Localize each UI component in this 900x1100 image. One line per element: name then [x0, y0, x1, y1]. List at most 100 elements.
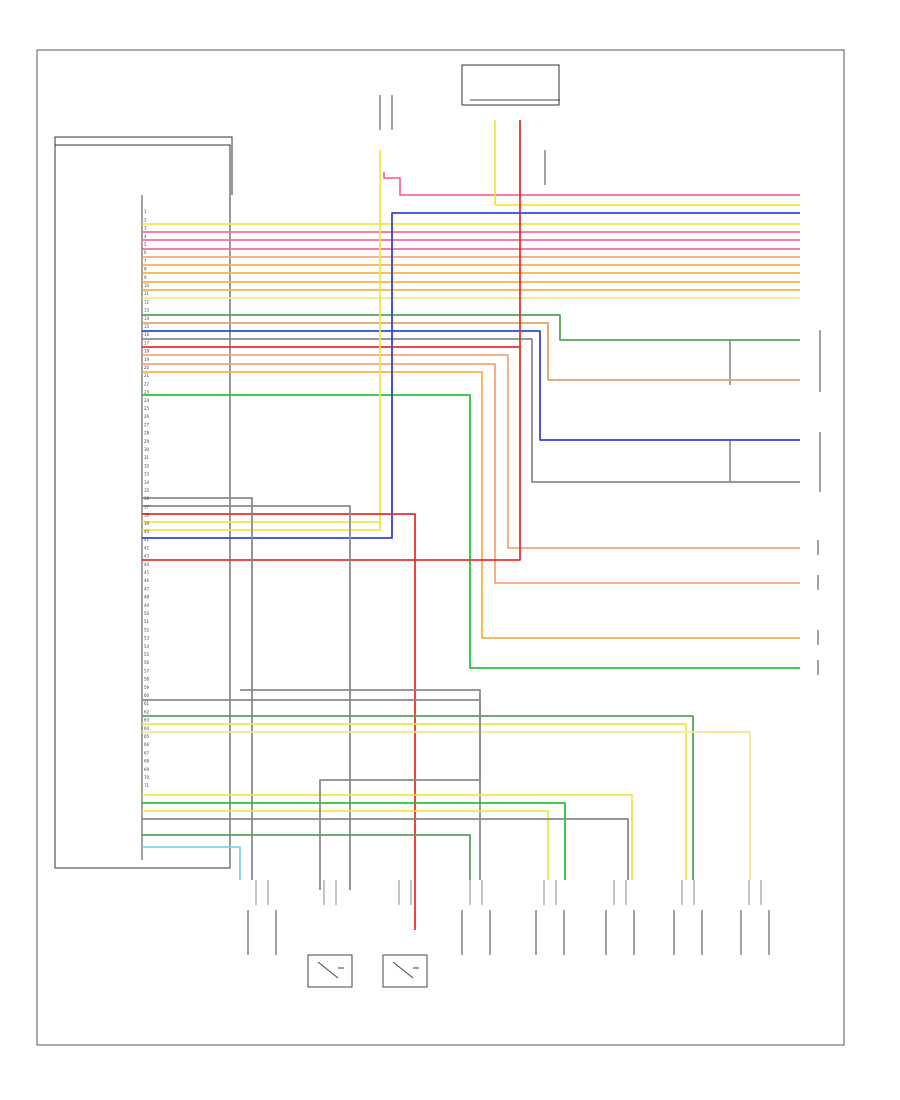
pin-number: 4	[144, 234, 147, 239]
pin-number: 50	[144, 611, 150, 616]
pin-number: 19	[144, 357, 150, 362]
pin-number: 17	[144, 340, 150, 345]
pin-number: 6	[144, 250, 147, 255]
wire-yellow-top	[494, 120, 800, 206]
pin-number: 29	[144, 439, 150, 444]
pin-number: 40	[144, 529, 150, 534]
wire-blue-pin-32	[142, 212, 800, 539]
pin-number: 44	[144, 562, 150, 567]
pin-number: 37	[144, 504, 150, 509]
wire-gray-pin-27	[142, 497, 253, 880]
wire-pink-top	[383, 172, 800, 196]
wire-peach-pin-17	[142, 363, 800, 584]
pin-number: 13	[144, 308, 150, 313]
wire-gray-pin-28	[142, 505, 351, 890]
component-5	[535, 880, 565, 955]
pin-number: 60	[144, 693, 150, 698]
pin-number: 54	[144, 644, 150, 649]
pin-number: 24	[144, 398, 150, 403]
pin-number: 12	[144, 299, 150, 304]
pin-number: 14	[144, 316, 150, 321]
pin-number: 51	[144, 619, 150, 624]
pin-number: 53	[144, 636, 150, 641]
pin-number: 36	[144, 496, 150, 501]
component-4	[461, 880, 491, 955]
pin-number: 34	[144, 480, 150, 485]
pin-number: 33	[144, 472, 150, 477]
wire-tan-pin-12	[142, 322, 800, 381]
pin-number: 57	[144, 668, 150, 673]
pin-number: 52	[144, 627, 150, 632]
pin-number: 31	[144, 455, 150, 460]
pin-number: 26	[144, 414, 150, 419]
wire-yellow-pin-59	[142, 723, 687, 880]
pin-number: 25	[144, 406, 150, 411]
pin-number: 56	[144, 660, 150, 665]
pin-number: 18	[144, 349, 150, 354]
pin-number: 27	[144, 422, 150, 427]
pin-number: 39	[144, 521, 150, 526]
wire-green-pin-66	[142, 802, 566, 880]
pin-number: 42	[144, 545, 150, 550]
right-bracket-1	[729, 330, 821, 392]
pin-number: 67	[144, 750, 150, 755]
top-connector-box	[461, 64, 560, 106]
pin-number: 16	[144, 332, 150, 337]
wire-gray-pin-68	[142, 818, 629, 880]
pin-number: 28	[144, 431, 150, 436]
wire-blue-pin-13	[142, 330, 800, 441]
pin-number: 62	[144, 709, 150, 714]
pin-number: 11	[144, 291, 150, 296]
pin-number: 38	[144, 513, 150, 518]
pin-number: 21	[144, 373, 150, 378]
pin-number: 65	[144, 734, 150, 739]
pin-number: 23	[144, 390, 150, 395]
component-3	[382, 880, 428, 988]
pin-number: 66	[144, 742, 150, 747]
wire-green-pin-19	[142, 394, 800, 669]
wire-darkgreen-pin-11	[142, 314, 800, 341]
diagram-frame	[36, 49, 845, 1046]
pin-number: 71	[144, 783, 150, 788]
wire-yellow-pin-60	[142, 731, 751, 880]
pin-number: 48	[144, 595, 150, 600]
wire-darkgreen-pin-69	[142, 834, 471, 880]
pin-number: 32	[144, 463, 150, 468]
pin-number: 63	[144, 718, 150, 723]
component-6	[605, 880, 635, 955]
pin-number: 15	[144, 324, 150, 329]
wire-gray-common	[240, 689, 481, 890]
pin-number: 7	[144, 258, 147, 263]
pin-number: 30	[144, 447, 150, 452]
pin-number: 69	[144, 767, 150, 772]
wire-red-pin-34	[142, 347, 521, 561]
pin-number: 43	[144, 554, 150, 559]
pin-number: 49	[144, 603, 150, 608]
pin-number: 68	[144, 759, 150, 764]
wire-darkgreen-pin-58	[142, 715, 694, 880]
wire-gray-pin-14	[142, 338, 800, 483]
wire-peach-pin-16	[142, 354, 800, 549]
right-bracket-2	[729, 432, 821, 492]
module-top-notch	[54, 136, 233, 195]
pin-number: 41	[144, 537, 150, 542]
pin-numbers: 1234567891011121314151617181920212223242…	[144, 209, 150, 788]
wire-orange-pin-18	[142, 371, 800, 639]
pin-number: 5	[144, 242, 147, 247]
pin-number: 46	[144, 578, 150, 583]
wire-lightblue-pin-70	[142, 846, 241, 880]
pin-number: 70	[144, 775, 150, 780]
pin-number: 59	[144, 685, 150, 690]
component-1	[247, 880, 277, 955]
wire-yellow-pin-31	[142, 150, 381, 531]
top-connector-stub	[379, 95, 560, 130]
pin-number: 1	[144, 209, 147, 214]
pin-number: 45	[144, 570, 150, 575]
pin-number: 64	[144, 726, 150, 731]
component-8	[740, 880, 770, 955]
wire-gray-pin-57	[142, 699, 481, 880]
wire-red-pin-15	[142, 120, 521, 348]
pin-number: 8	[144, 267, 147, 272]
pin-number: 2	[144, 217, 147, 222]
